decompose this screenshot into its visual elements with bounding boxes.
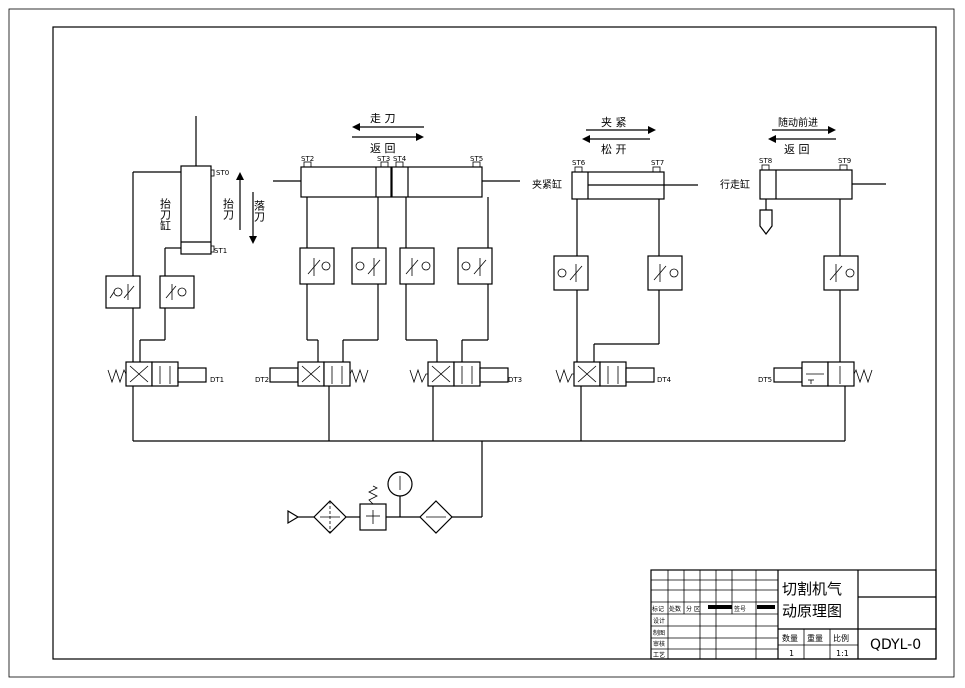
st4-label: ST4 xyxy=(393,155,407,163)
flow-valve-2a xyxy=(299,247,335,285)
st5-label: ST5 xyxy=(470,155,483,163)
outer-frame xyxy=(8,8,955,678)
st9-label: ST9 xyxy=(838,157,851,165)
st7-label: ST7 xyxy=(651,159,664,167)
dt4-label: DT4 xyxy=(657,376,672,384)
drawing-number: QDYL-0 xyxy=(870,637,921,653)
st2-label: ST2 xyxy=(301,155,314,163)
flow-valve-2d xyxy=(457,247,493,285)
clamp-cylinder xyxy=(571,166,698,256)
title-line2: 动原理图 xyxy=(782,602,842,620)
travel-cyl-label: 行走缸 xyxy=(720,178,750,191)
clamp-cyl-label: 夹紧缸 xyxy=(532,178,562,191)
draw-label: 制图 xyxy=(653,629,665,637)
lift-cyl-label: 抬刀缸 xyxy=(159,197,172,231)
solenoid-valve-dt4 xyxy=(555,361,655,387)
st1-label: ST1 xyxy=(214,247,227,255)
flow-valve-1b xyxy=(159,275,195,309)
st6-label: ST6 xyxy=(572,159,586,167)
dt2-label: DT2 xyxy=(255,376,269,384)
flow-valve-3a xyxy=(553,255,589,291)
dt1-label: DT1 xyxy=(210,376,224,384)
clamp-label: 夹 紧 xyxy=(601,116,627,129)
st8-label: ST8 xyxy=(759,157,772,165)
solenoid-valve-dt5 xyxy=(773,361,873,387)
release-label: 松 开 xyxy=(601,142,627,156)
follow-return-label: 返 回 xyxy=(784,143,810,156)
travel-cylinder xyxy=(759,164,886,256)
dt3-label: DT3 xyxy=(508,376,522,384)
rev-zone-label: 分 区 xyxy=(686,605,700,613)
solenoid-valve-dt2 xyxy=(269,361,369,387)
qty-value: 1 xyxy=(789,649,794,658)
inner-frame xyxy=(52,26,937,660)
scale-value: 1:1 xyxy=(836,649,849,658)
flow-valve-4 xyxy=(823,255,859,291)
cut-feed-label: 走 刀 xyxy=(370,112,396,125)
follow-forward-label: 随动前进 xyxy=(778,116,818,129)
rev-count-label: 处数 xyxy=(669,605,681,613)
process-label: 工艺 xyxy=(653,651,665,659)
lift-cylinder xyxy=(132,116,257,282)
rev-sign-label: 签号 xyxy=(734,605,746,613)
check-label: 审核 xyxy=(653,640,665,648)
flow-valve-1a xyxy=(105,275,141,309)
rev-mark-label: 标记 xyxy=(652,605,664,613)
design-label: 设计 xyxy=(653,617,665,625)
weight-label: 重量 xyxy=(807,633,823,643)
flow-valve-2b xyxy=(351,247,387,285)
title-line1: 切割机气 xyxy=(782,580,842,598)
st3-label: ST3 xyxy=(377,155,390,163)
solenoid-valve-dt3 xyxy=(409,361,509,387)
st0-label: ST0 xyxy=(216,169,229,177)
solenoid-valve-dt1 xyxy=(107,361,207,387)
dt5-label: DT5 xyxy=(758,376,772,384)
supply-manifold xyxy=(132,386,846,518)
flow-valve-3b xyxy=(647,255,683,291)
flow-valve-2c xyxy=(399,247,435,285)
cut-cylinder xyxy=(273,161,520,248)
scale-label: 比例 xyxy=(833,633,849,643)
lift-blade-label: 抬刀 xyxy=(222,197,235,221)
qty-label: 数量 xyxy=(782,633,798,643)
air-source-unit xyxy=(287,471,453,534)
cut-return-label: 返 回 xyxy=(370,142,396,155)
title-block xyxy=(650,569,937,660)
drop-blade-label: 落刀 xyxy=(253,200,266,223)
